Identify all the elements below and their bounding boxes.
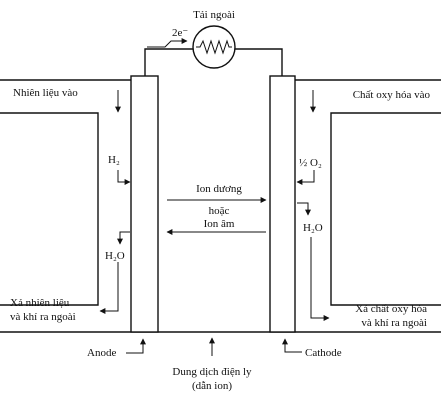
electrolyte-line1: Dung dịch điện ly xyxy=(172,366,252,378)
electron-flow-arrow xyxy=(147,38,188,48)
positive-ion-label: Ion dương xyxy=(196,183,242,195)
or-label: hoặc xyxy=(209,205,230,217)
fuel-exhaust-arrow xyxy=(99,262,119,314)
oxygen-arrow xyxy=(296,170,315,185)
oxidant-input-label: Chất oxy hóa vào xyxy=(353,89,431,101)
water-left-label: H₂O xyxy=(105,250,125,262)
anode-electrode xyxy=(130,75,159,333)
resistor-icon xyxy=(196,39,232,55)
water-out-arrow-left xyxy=(117,231,130,245)
cathode-label: Cathode xyxy=(305,347,342,359)
fuel-input-label: Nhiên liệu vào xyxy=(13,87,78,99)
electron-label: 2e⁻ xyxy=(172,27,188,39)
hydrogen-arrow xyxy=(117,170,131,185)
anode-label: Anode xyxy=(87,347,116,359)
water-out-arrow-right xyxy=(297,202,311,216)
oxidant-exhaust-line2: và khí ra ngoài xyxy=(361,317,427,329)
hydrogen-label: H₂ xyxy=(108,154,120,166)
oxygen-label: ½ O₂ xyxy=(299,157,322,169)
negative-ion-label: Ion âm xyxy=(204,218,235,230)
external-circuit-wire xyxy=(144,48,283,76)
fuel-exhaust-line1: Xả nhiên liệu xyxy=(10,297,70,309)
electrolyte-line2: (dẫn ion) xyxy=(192,380,232,392)
load-label: Tải ngoài xyxy=(193,9,235,21)
fuel-exhaust-line2: và khí ra ngoài xyxy=(10,311,76,323)
fuel-channel-inner-wall xyxy=(0,112,99,306)
cathode-electrode xyxy=(269,75,296,333)
anode-pointer xyxy=(126,338,146,354)
water-right-label: H₂O xyxy=(303,222,323,234)
load-circle xyxy=(192,25,236,69)
cathode-pointer xyxy=(282,338,302,353)
oxidant-channel-inner-wall xyxy=(330,112,441,306)
oxidant-exhaust-line1: Xả chất oxy hóa xyxy=(355,303,427,315)
oxidant-exhaust-arrow xyxy=(310,237,330,321)
